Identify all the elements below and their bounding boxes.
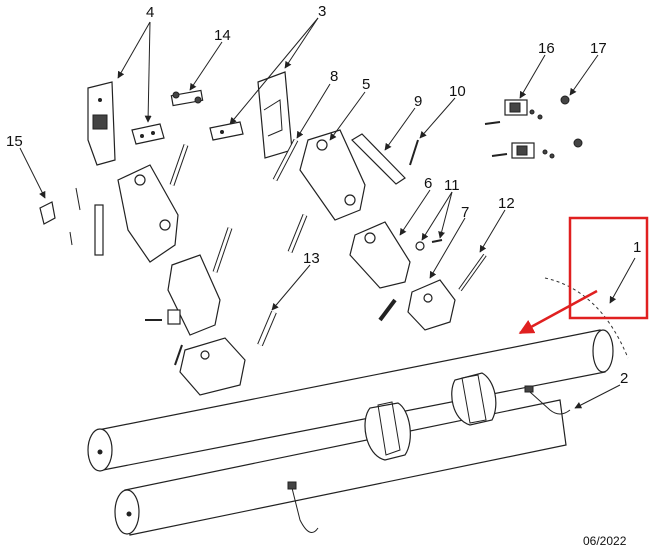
callout-15: 15 <box>6 133 23 150</box>
part-5-center-housing <box>299 129 366 221</box>
callout-4: 4 <box>146 4 154 21</box>
dashed-arc <box>544 277 629 359</box>
callout-17: 17 <box>590 40 607 57</box>
callout-8: 8 <box>330 68 338 85</box>
leader-lines <box>19 17 636 409</box>
callout-14: 14 <box>214 27 231 44</box>
part-15-decal <box>39 201 56 225</box>
part-16-sensor-block-upper <box>484 99 543 125</box>
part-3-small-bracket <box>209 121 244 141</box>
callout-7: 7 <box>461 204 469 221</box>
pin-middle-left <box>212 227 233 273</box>
callout-9: 9 <box>414 93 422 110</box>
left-upper-housing <box>69 164 179 263</box>
rear-tube <box>87 329 614 472</box>
callout-16: 16 <box>538 40 555 57</box>
callout-11: 11 <box>444 177 460 194</box>
part-10-bolt <box>409 139 419 166</box>
callout-6: 6 <box>424 175 432 192</box>
part-14-valve-block <box>170 89 204 107</box>
callout-13: 13 <box>303 250 320 267</box>
callout-10: 10 <box>449 83 466 100</box>
pin-upper-left <box>169 144 189 186</box>
tube-collar-center <box>364 401 411 461</box>
part-4-bracket-plate <box>87 81 116 166</box>
left-lower-bracket <box>174 337 246 396</box>
left-middle-housing <box>145 254 221 336</box>
part-6-housing <box>349 221 411 289</box>
part-9-cylinder <box>351 133 406 185</box>
part-13-pin <box>257 310 277 347</box>
highlight-arrow <box>518 289 598 335</box>
hose-bottom <box>287 481 319 533</box>
callout-2: 2 <box>620 370 628 387</box>
tube-collar-right <box>451 372 497 426</box>
callout-5: 5 <box>362 76 370 93</box>
callout-1: 1 <box>633 239 641 256</box>
front-tube <box>114 399 567 536</box>
part-12-rod <box>458 253 487 292</box>
date-stamp: 06/2022 <box>583 534 627 548</box>
pin-center <box>287 214 308 253</box>
part-17-screw-lower <box>573 138 583 148</box>
callout-3: 3 <box>318 3 326 20</box>
part-11-hardware <box>415 239 443 251</box>
part-17-screw-upper <box>560 95 570 105</box>
part-16-sensor-block-lower <box>491 142 555 159</box>
part-2-hose-right <box>524 385 571 415</box>
part-8-pin <box>272 138 299 182</box>
callout-labels: 1 2 3 4 5 6 7 8 9 10 11 12 13 14 15 16 1… <box>6 3 641 387</box>
callout-12: 12 <box>498 195 515 212</box>
part-4-small-bracket <box>131 123 165 145</box>
highlight-box <box>568 216 649 320</box>
part-7-bracket <box>378 279 456 331</box>
